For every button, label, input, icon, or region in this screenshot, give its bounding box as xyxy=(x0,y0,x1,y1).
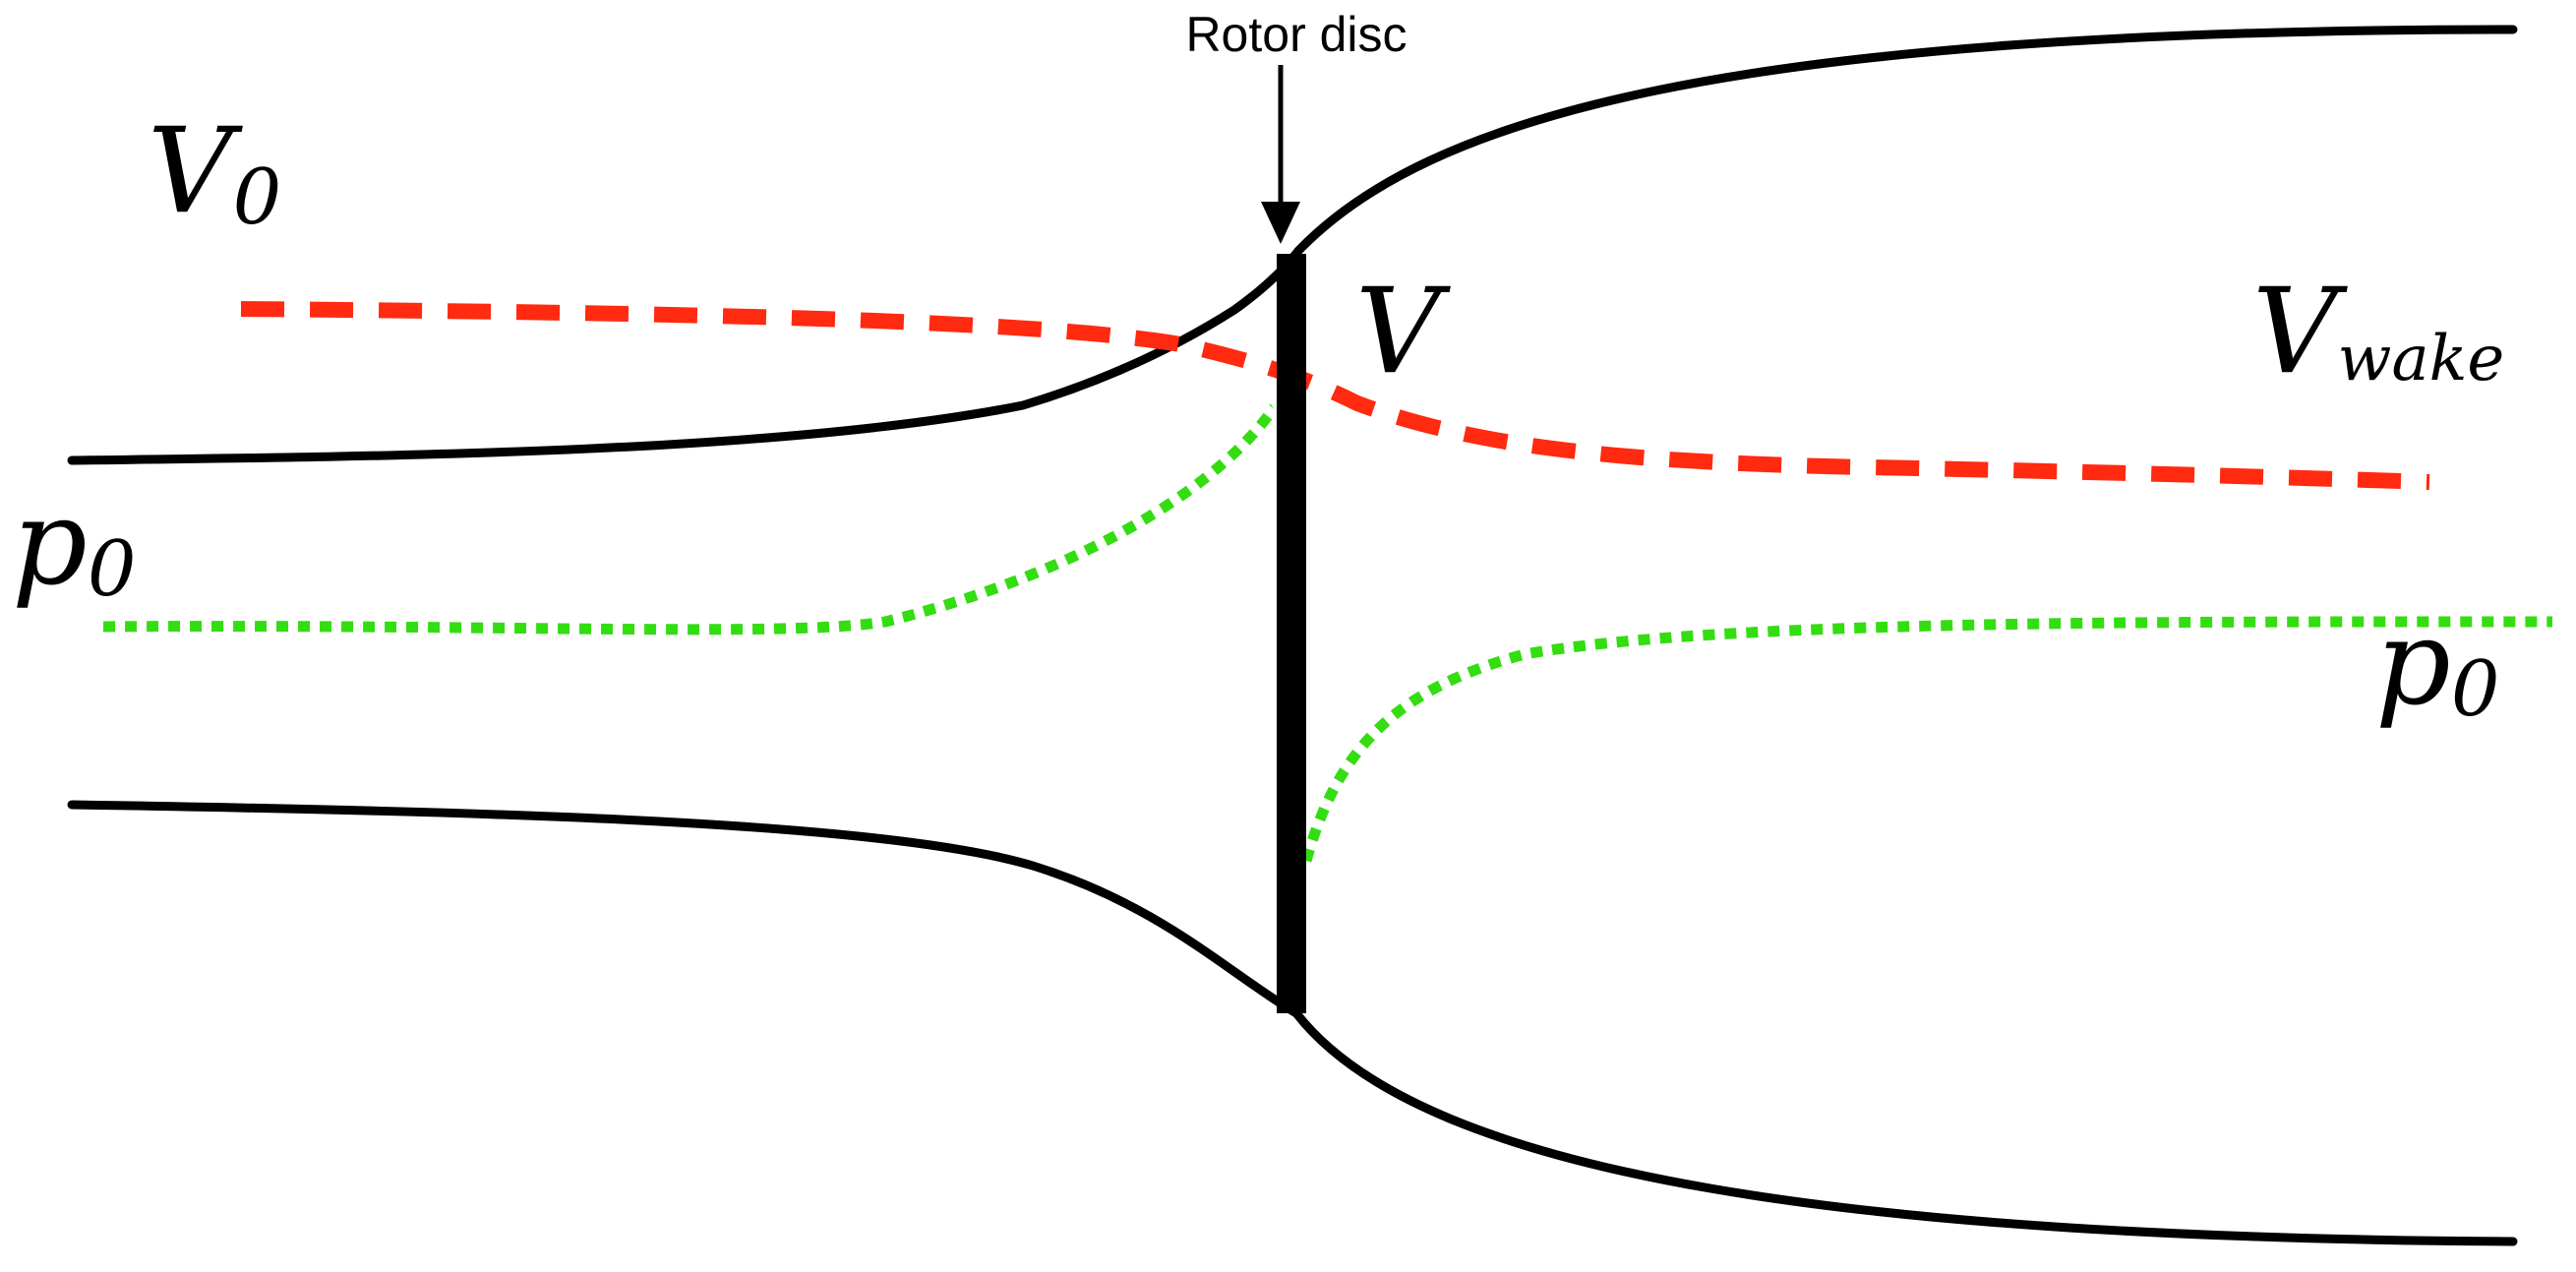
streamtube-lower-boundary xyxy=(67,800,2518,1246)
p0-upstream-subscript: 0 xyxy=(88,525,137,614)
streamtube-upper-boundary xyxy=(67,25,2518,465)
v0-label-subscript: 0 xyxy=(233,153,282,242)
vwake-label-subscript: wake xyxy=(2338,323,2505,395)
p0-downstream-main: p xyxy=(2375,595,2451,732)
p0-upstream-main: p xyxy=(12,475,88,612)
p0-downstream-label: p0 xyxy=(2375,595,2499,734)
v0-label: V0 xyxy=(148,103,281,242)
velocity-line xyxy=(240,301,2430,490)
pressure-line-upstream xyxy=(102,404,1279,636)
rotor-disc-label: Rotor disc xyxy=(1185,7,1407,62)
v0-label-main: V xyxy=(148,103,243,240)
pressure-line-downstream xyxy=(1300,616,2553,863)
rotor-disc-arrow-head xyxy=(1261,202,1300,244)
p0-upstream-label: p0 xyxy=(12,475,136,614)
p0-downstream-subscript: 0 xyxy=(2451,645,2500,734)
vwake-label: Vwake xyxy=(2252,264,2504,400)
rotor-disc-bar xyxy=(1277,254,1306,1013)
v-disc-label: V xyxy=(1355,264,1451,400)
vwake-label-main: V xyxy=(2252,264,2348,400)
